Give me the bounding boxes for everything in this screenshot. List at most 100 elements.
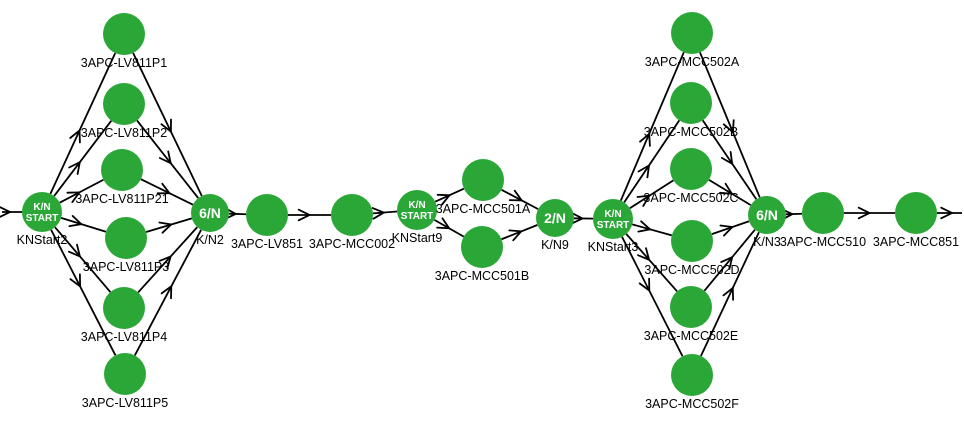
node-label-p4: 3APC-LV811P4 [81, 330, 167, 344]
node-label-mcc502c: 3APC-MCC502C [643, 191, 738, 205]
node-label-p2: 3APC-LV811P2 [81, 126, 167, 140]
edge-connector [136, 119, 199, 199]
node-inner-text-knstart3-1: START [597, 220, 630, 231]
edge-connector [59, 178, 104, 204]
node-label-kn9: K/N9 [541, 238, 569, 252]
edge-connector [53, 120, 113, 197]
arrowhead-icon [436, 217, 451, 230]
node-kn9[interactable] [536, 199, 574, 237]
node-label-p21: 3APC-LV811P21 [75, 192, 168, 206]
node-p21[interactable] [101, 149, 143, 191]
arrowhead-icon [638, 277, 651, 293]
node-p5[interactable] [104, 353, 146, 395]
edge-connector [60, 217, 107, 233]
arrowhead-icon [66, 191, 82, 203]
arrowhead-icon [637, 163, 651, 179]
arrowhead-icon [156, 182, 172, 195]
edge-connector [132, 52, 203, 197]
arrowhead-icon [69, 273, 82, 289]
arrowhead-icon [0, 206, 13, 218]
node-knstart2[interactable] [22, 192, 62, 232]
arrowhead-icon [371, 207, 386, 220]
edge-connector [699, 52, 761, 198]
node-label-mcc501a: 3APC-MCC501A [436, 202, 531, 216]
node-label-mcc510: 3APC-MCC510 [780, 235, 866, 249]
arrowhead-icon [722, 119, 735, 135]
node-mcc502f[interactable] [671, 354, 713, 396]
node-knstart3[interactable] [593, 199, 633, 239]
edge-connector [49, 52, 117, 195]
node-mcc502c[interactable] [670, 148, 712, 190]
arrowhead-icon [720, 151, 734, 166]
node-label-mcc502b: 3APC-MCC502B [644, 125, 738, 139]
node-mcc501b[interactable] [461, 226, 503, 268]
arrowhead-icon [160, 118, 172, 134]
arrowhead-icon [68, 243, 82, 258]
edge-connector [50, 229, 117, 356]
edge-connector [700, 231, 760, 357]
edge-connector [54, 226, 112, 293]
arrowhead-icon [722, 286, 734, 301]
node-mcc501a[interactable] [462, 159, 504, 201]
node-inner-text-knstart9-1: START [401, 211, 434, 222]
edge-connector [702, 119, 758, 200]
edge-connector [619, 51, 685, 201]
arrowhead-icon [719, 182, 734, 195]
edge-connector [629, 179, 674, 209]
node-label-kn3: K/N3 [753, 235, 781, 249]
node-knstart9[interactable] [397, 190, 437, 230]
arrowhead-icon [160, 284, 173, 300]
node-label-p1: 3APC-LV811P1 [81, 56, 167, 70]
arrowhead-icon [639, 132, 651, 147]
node-kn2[interactable] [191, 194, 229, 232]
arrowhead-icon [69, 128, 81, 144]
arrowhead-icon [508, 189, 524, 202]
node-mcc510[interactable] [802, 192, 844, 234]
node-mcc502e[interactable] [670, 286, 712, 328]
node-label-kn2: K/N2 [196, 233, 224, 247]
node-inner-text-kn2: 6/N [199, 205, 221, 221]
node-mcc502b[interactable] [670, 82, 712, 124]
arrowhead-icon [158, 254, 172, 269]
arrowhead-icon [940, 206, 955, 220]
node-mcc502a[interactable] [671, 12, 713, 54]
node-label-lv851: 3APC-LV851 [231, 237, 303, 251]
edge-connector [708, 179, 752, 206]
arrowhead-icon [68, 160, 82, 175]
node-p3[interactable] [105, 217, 147, 259]
edge-connector [623, 119, 681, 203]
edge-connector [703, 229, 756, 292]
node-inner-text-knstart2-0: K/N [33, 202, 50, 213]
node-label-knstart9: KNStart9 [392, 231, 443, 245]
node-label-mcc501b: 3APC-MCC501B [435, 269, 529, 283]
arrowhead-icon [719, 224, 735, 237]
node-mcc002[interactable] [331, 194, 373, 236]
arrowhead-icon [857, 206, 872, 220]
node-label-mcc851: 3APC-MCC851 [873, 235, 959, 249]
node-inner-text-kn3: 6/N [756, 207, 778, 223]
node-lv851[interactable] [246, 194, 288, 236]
edge-connector [137, 226, 198, 294]
node-inner-text-knstart9-0: K/N [408, 200, 425, 211]
node-inner-text-knstart2-1: START [26, 213, 59, 224]
node-label-mcc502a: 3APC-MCC502A [645, 55, 740, 69]
arrowhead-icon [158, 150, 172, 165]
node-label-p3: 3APC-LV811P3 [83, 260, 169, 274]
arrowhead-icon [297, 208, 312, 222]
edge-connector [625, 233, 678, 292]
node-label-mcc502e: 3APC-MCC502E [644, 329, 738, 343]
node-label-mcc502d: 3APC-MCC502D [644, 263, 739, 277]
node-p2[interactable] [103, 83, 145, 125]
node-kn3[interactable] [748, 196, 786, 234]
arrowhead-icon [508, 229, 524, 242]
edge-connector [134, 229, 202, 356]
node-label-mcc502f: 3APC-MCC502F [645, 397, 739, 411]
node-label-mcc002: 3APC-MCC002 [309, 237, 395, 251]
arrowhead-icon [436, 193, 452, 206]
node-p1[interactable] [103, 13, 145, 55]
node-mcc502d[interactable] [671, 220, 713, 262]
node-p4[interactable] [103, 287, 145, 329]
node-inner-text-kn9: 2/N [544, 210, 566, 226]
node-mcc851[interactable] [895, 192, 937, 234]
